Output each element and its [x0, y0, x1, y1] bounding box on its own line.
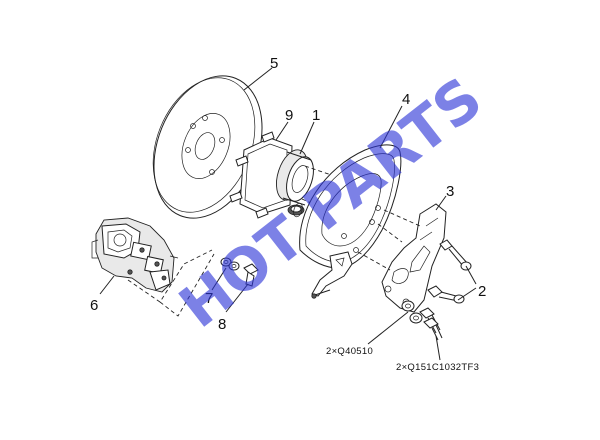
callout-leaders — [99, 67, 477, 361]
washer-q40510 — [409, 312, 423, 324]
part-number-q151c1032tf3: 2×Q151C1032TF3 — [396, 362, 479, 373]
caliper-guide-boot — [220, 257, 240, 271]
caliper-bracket-bolt — [427, 285, 465, 304]
callout-8: 8 — [218, 316, 226, 333]
callout-2: 2 — [478, 283, 486, 300]
callout-4: 4 — [402, 91, 410, 108]
hub-stud — [229, 131, 275, 219]
caliper-guide-bolt — [243, 263, 259, 287]
callout-7: 7 — [205, 290, 213, 307]
callout-3: 3 — [446, 183, 454, 200]
callout-6: 6 — [90, 297, 98, 314]
brake-caliper — [91, 217, 179, 293]
caliper-bracket-bolt — [439, 239, 472, 271]
bolt-q151c1032tf3 — [423, 317, 443, 341]
callout-9: 9 — [285, 107, 293, 124]
callout-1: 1 — [312, 107, 320, 124]
part-number-q40510: 2×Q40510 — [326, 346, 373, 357]
washer-q40510 — [401, 300, 415, 312]
wheel-hub-bearing — [229, 131, 314, 219]
callout-5: 5 — [270, 55, 278, 72]
brake-dust-shield — [299, 144, 402, 299]
